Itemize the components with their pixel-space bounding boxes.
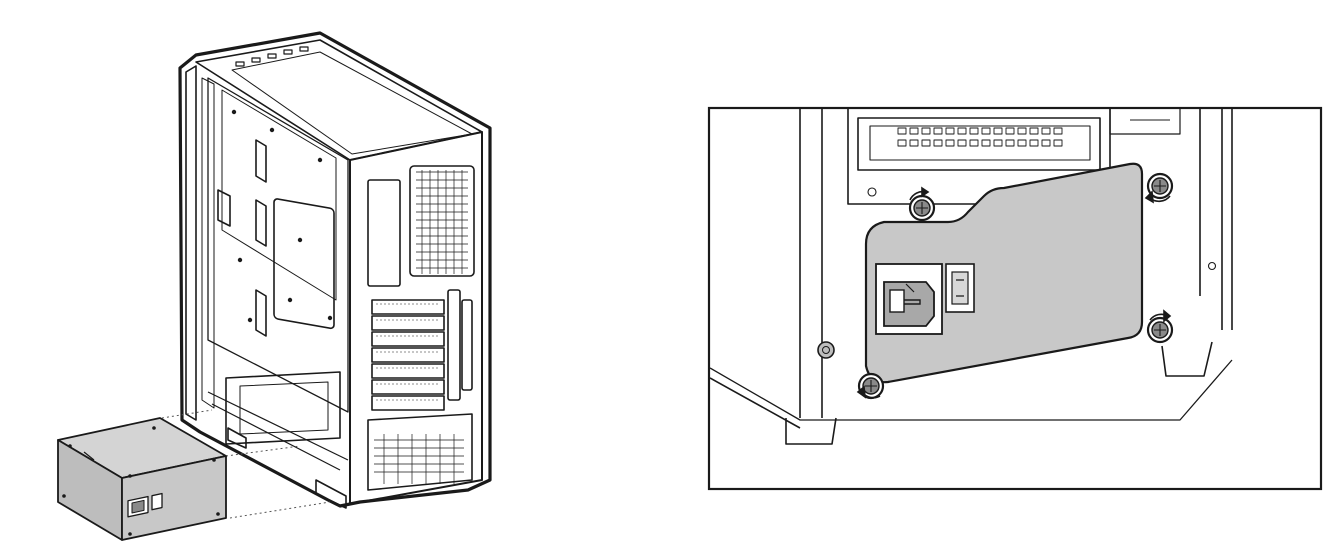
case-foot-front bbox=[227, 427, 247, 449]
drive-cage bbox=[225, 371, 341, 445]
rear-fan-mesh bbox=[409, 165, 475, 277]
io-shield-opening bbox=[367, 179, 401, 287]
detail-panel bbox=[707, 106, 1323, 491]
standoffs bbox=[231, 109, 333, 323]
case-front-frame bbox=[185, 65, 197, 421]
power-socket-icon bbox=[875, 263, 943, 335]
case-rear-edge bbox=[799, 109, 823, 418]
case-foot-right bbox=[1161, 341, 1213, 377]
cpu-cutout bbox=[273, 198, 335, 330]
vertical-gpu-bracket bbox=[447, 289, 461, 401]
case-foot-left bbox=[785, 417, 837, 445]
rotation-arrows bbox=[856, 186, 1172, 399]
pcie-slots bbox=[371, 299, 445, 411]
screw-icon bbox=[908, 194, 936, 222]
pcie-bracket-area bbox=[847, 109, 1181, 205]
power-switch-icon bbox=[945, 263, 975, 313]
rear-panel bbox=[349, 131, 483, 505]
pc-case bbox=[178, 31, 492, 509]
case-thumbscrew bbox=[817, 341, 835, 359]
psu-unit bbox=[57, 417, 227, 541]
screw-icon bbox=[1146, 316, 1174, 344]
top-io-ports bbox=[235, 46, 309, 67]
psu-bay-opening bbox=[367, 413, 473, 491]
psu-screws bbox=[857, 172, 1174, 400]
screw-icon bbox=[1146, 172, 1174, 200]
motherboard-tray bbox=[207, 77, 349, 413]
case-outline bbox=[178, 31, 492, 508]
power-switch-icon bbox=[151, 492, 163, 511]
psu-screw-dots bbox=[62, 426, 220, 536]
psu-front-face bbox=[121, 455, 227, 541]
case-foot-rear bbox=[315, 479, 347, 509]
power-socket-icon bbox=[127, 495, 149, 518]
install-guide-lines bbox=[161, 409, 331, 519]
